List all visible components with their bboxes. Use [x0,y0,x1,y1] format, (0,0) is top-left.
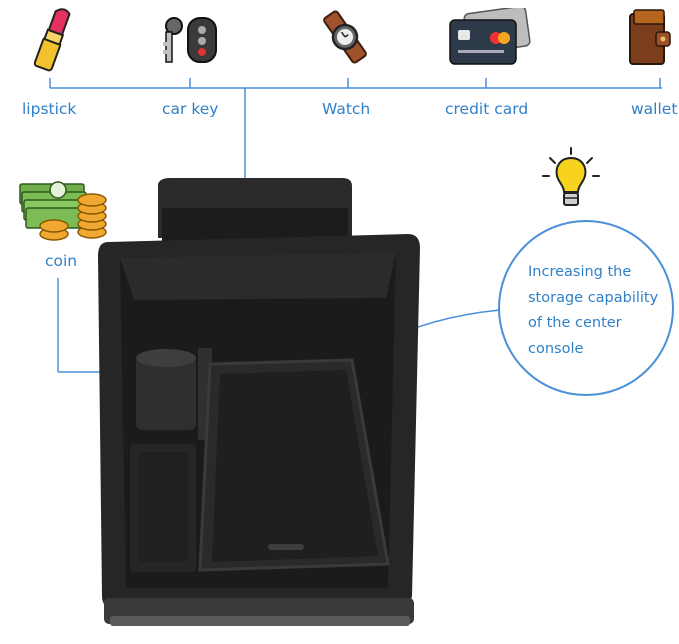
coin-stack-icon [19,181,107,241]
callout-text: Increasing the storage capability of the… [528,260,668,362]
lightbulb-icon [542,147,600,206]
callout-line-3: of the center [528,315,622,331]
label-wallet: wallet [631,100,678,118]
credit-card-icon [449,8,531,65]
label-credit-card: credit card [445,100,529,118]
callout-line-2: storage capability [528,289,659,306]
callout-line-1: Increasing the [528,264,632,280]
label-coin: coin [45,252,78,270]
wallet-icon [629,9,671,65]
callout-circle [498,220,674,396]
callout-line-4: console [528,340,584,357]
console-tray [98,178,420,626]
label-lipstick: lipstick [22,100,77,118]
label-watch: Watch [322,100,371,118]
label-car-key: car key [162,100,219,118]
car-key-icon [163,17,217,63]
watch-icon [323,10,367,64]
lipstick-icon [33,8,71,72]
